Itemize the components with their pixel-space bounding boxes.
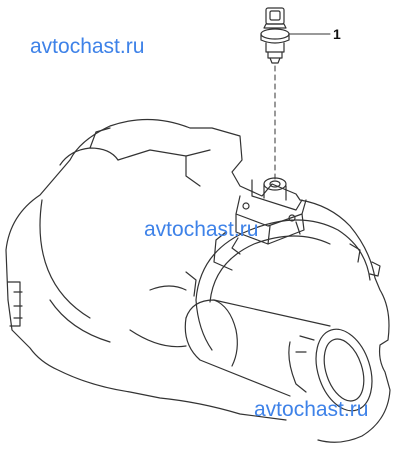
watermark-middle: avtochast.ru [144,218,259,241]
watermark-bottom: avtochast.ru [254,398,369,421]
transmission-housing [5,118,391,443]
callout-label-1: 1 [333,26,341,42]
pressure-sensor [260,7,290,64]
watermark-top: avtochast.ru [30,35,145,58]
